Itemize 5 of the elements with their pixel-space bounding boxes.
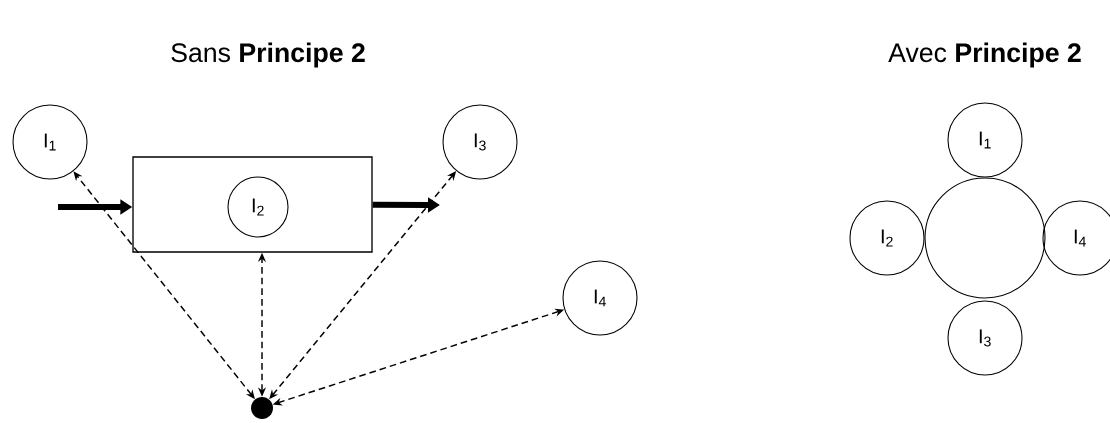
- process-box: [132, 156, 373, 253]
- heading: Sans Principe 2: [171, 42, 365, 68]
- circle: [924, 177, 1046, 299]
- dot: [251, 397, 273, 419]
- heading: Avec Principe 2: [888, 42, 1081, 68]
